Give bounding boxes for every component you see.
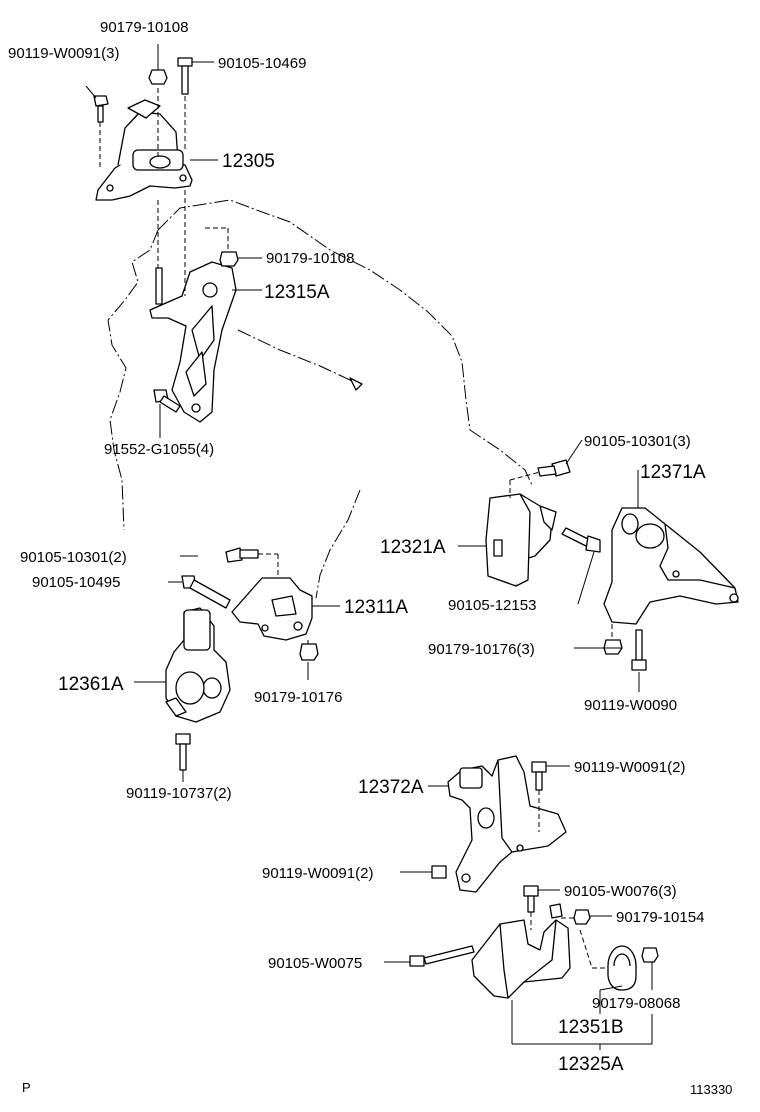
label-90119-10737-2: 90119-10737(2) [126, 785, 232, 802]
label-90119-W0091-3: 90119-W0091(3) [8, 45, 119, 62]
mount-12371A [603, 507, 739, 625]
label-12372A: 12372A [358, 777, 424, 798]
label-90105-10469: 90105-10469 [218, 55, 306, 72]
label-12361A: 12361A [58, 674, 124, 695]
engine-outline-lower [315, 489, 361, 599]
bolt-91552-G1055 [153, 389, 181, 413]
stud-12315A [155, 267, 163, 305]
diagram-number: 113330 [690, 1082, 732, 1097]
nut-90179-10108-mid [219, 251, 239, 267]
engine-outline-left [107, 229, 159, 531]
engine-outline-inner [237, 329, 359, 389]
bolt-90105-W0076-3 [523, 885, 539, 913]
label-90179-10176: 90179-10176 [254, 689, 342, 706]
bolt-90105-10495 [181, 575, 231, 609]
bolt-90119-10737-2 [175, 733, 191, 771]
nut-90179-10108-top [148, 69, 168, 85]
bolt-90119-W0091-2-lower [431, 865, 447, 879]
bolt-90105-W0075 [409, 945, 475, 967]
label-90179-10108-top: 90179-10108 [100, 19, 188, 36]
label-90119-W0091-2-upper: 90119-W0091(2) [574, 759, 685, 776]
bolt-90105-10469 [177, 57, 193, 95]
label-90105-10495: 90105-10495 [32, 574, 120, 591]
label-90179-08068: 90179-08068 [592, 995, 680, 1012]
label-90179-10154: 90179-10154 [616, 909, 704, 926]
label-90105-W0075: 90105-W0075 [268, 955, 362, 972]
label-12305: 12305 [222, 151, 275, 172]
mount-12305 [95, 99, 193, 201]
bolt-90119-W0091-2-upper [531, 761, 547, 791]
label-90119-W0091-2-lower: 90119-W0091(2) [262, 865, 373, 882]
label-91552-G1055-4: 91552-G1055(4) [104, 441, 214, 458]
label-90105-W0076-3: 90105-W0076(3) [564, 883, 677, 900]
bracket-12325A [471, 903, 571, 999]
bolt-90105-12153 [561, 527, 601, 553]
label-90179-10108-mid: 90179-10108 [266, 250, 354, 267]
bolt-90105-10301-3 [537, 459, 571, 477]
nut-90179-08068 [641, 947, 659, 963]
nut-90179-10176-3 [603, 639, 623, 655]
footer-left-mark: P [22, 1080, 31, 1095]
nut-90179-10154 [573, 909, 591, 925]
bracket-12321A [485, 493, 557, 587]
label-12311A: 12311A [344, 597, 408, 618]
engine-outline [157, 199, 533, 486]
label-90179-10176-3: 90179-10176(3) [428, 641, 535, 658]
bracket-12315A [149, 261, 237, 423]
bracket-12311A [231, 577, 313, 641]
label-12321A: 12321A [380, 537, 446, 558]
bolt-90119-W0090 [631, 629, 647, 671]
insulator-12351B [607, 945, 637, 991]
nut-90179-10176 [299, 643, 319, 661]
arrow-mark [349, 377, 363, 391]
label-12371A: 12371A [640, 462, 706, 483]
label-90105-12153: 90105-12153 [448, 597, 536, 614]
label-90105-10301-3: 90105-10301(3) [584, 433, 691, 450]
label-12351B: 12351B [558, 1017, 624, 1038]
label-90119-W0090: 90119-W0090 [584, 697, 677, 714]
bolt-90105-10301-2 [225, 547, 259, 563]
mount-12361A [165, 607, 231, 723]
bracket-12372A [447, 755, 567, 893]
bolt-90119-W0091-3 [93, 95, 109, 123]
label-90105-10301-2: 90105-10301(2) [20, 549, 127, 566]
label-12315A: 12315A [264, 282, 330, 303]
label-12325A: 12325A [558, 1054, 624, 1075]
